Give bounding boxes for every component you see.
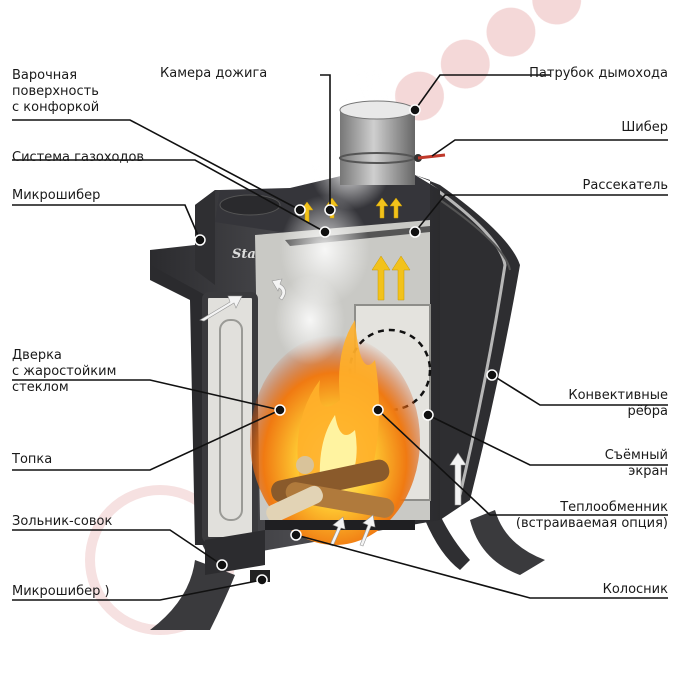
label-grate: Колосник <box>602 582 668 597</box>
brand-logo: Sta <box>232 247 256 262</box>
firewood-logs <box>266 456 395 523</box>
label-convective-ribs: Конвективные рёбра <box>568 388 668 419</box>
label-baffle: Рассекатель <box>582 178 668 193</box>
firebox-interior <box>202 220 432 582</box>
leader-lines <box>12 74 668 601</box>
label-micro-damper-top: Микрошибер <box>12 188 101 203</box>
label-ash-pan: Зольник-совок <box>12 514 113 529</box>
convective-side <box>415 175 520 520</box>
label-gas-duct-system: Система газоходов <box>12 150 145 165</box>
label-firebox: Топка <box>12 452 53 467</box>
stove-legs <box>150 510 545 630</box>
chimney-pipe <box>339 100 446 185</box>
label-cooking-surface: Варочная поверхность с конфоркой <box>12 68 100 115</box>
label-removable-screen: Съёмный экран <box>604 448 668 479</box>
label-damper: Шибер <box>621 120 668 135</box>
label-door-with-glass: Дверка с жаростойким стеклом <box>12 348 117 395</box>
leader-dots <box>194 104 498 586</box>
label-afterburn-chamber: Камера дожига <box>160 66 268 81</box>
label-micro-damper-bottom: Микрошибер ) <box>12 584 110 599</box>
label-heat-exchanger: Теплообменник (встраиваемая опция) <box>515 500 668 531</box>
label-chimney-pipe: Патрубок дымохода <box>529 66 668 81</box>
air-arrows <box>199 278 467 547</box>
